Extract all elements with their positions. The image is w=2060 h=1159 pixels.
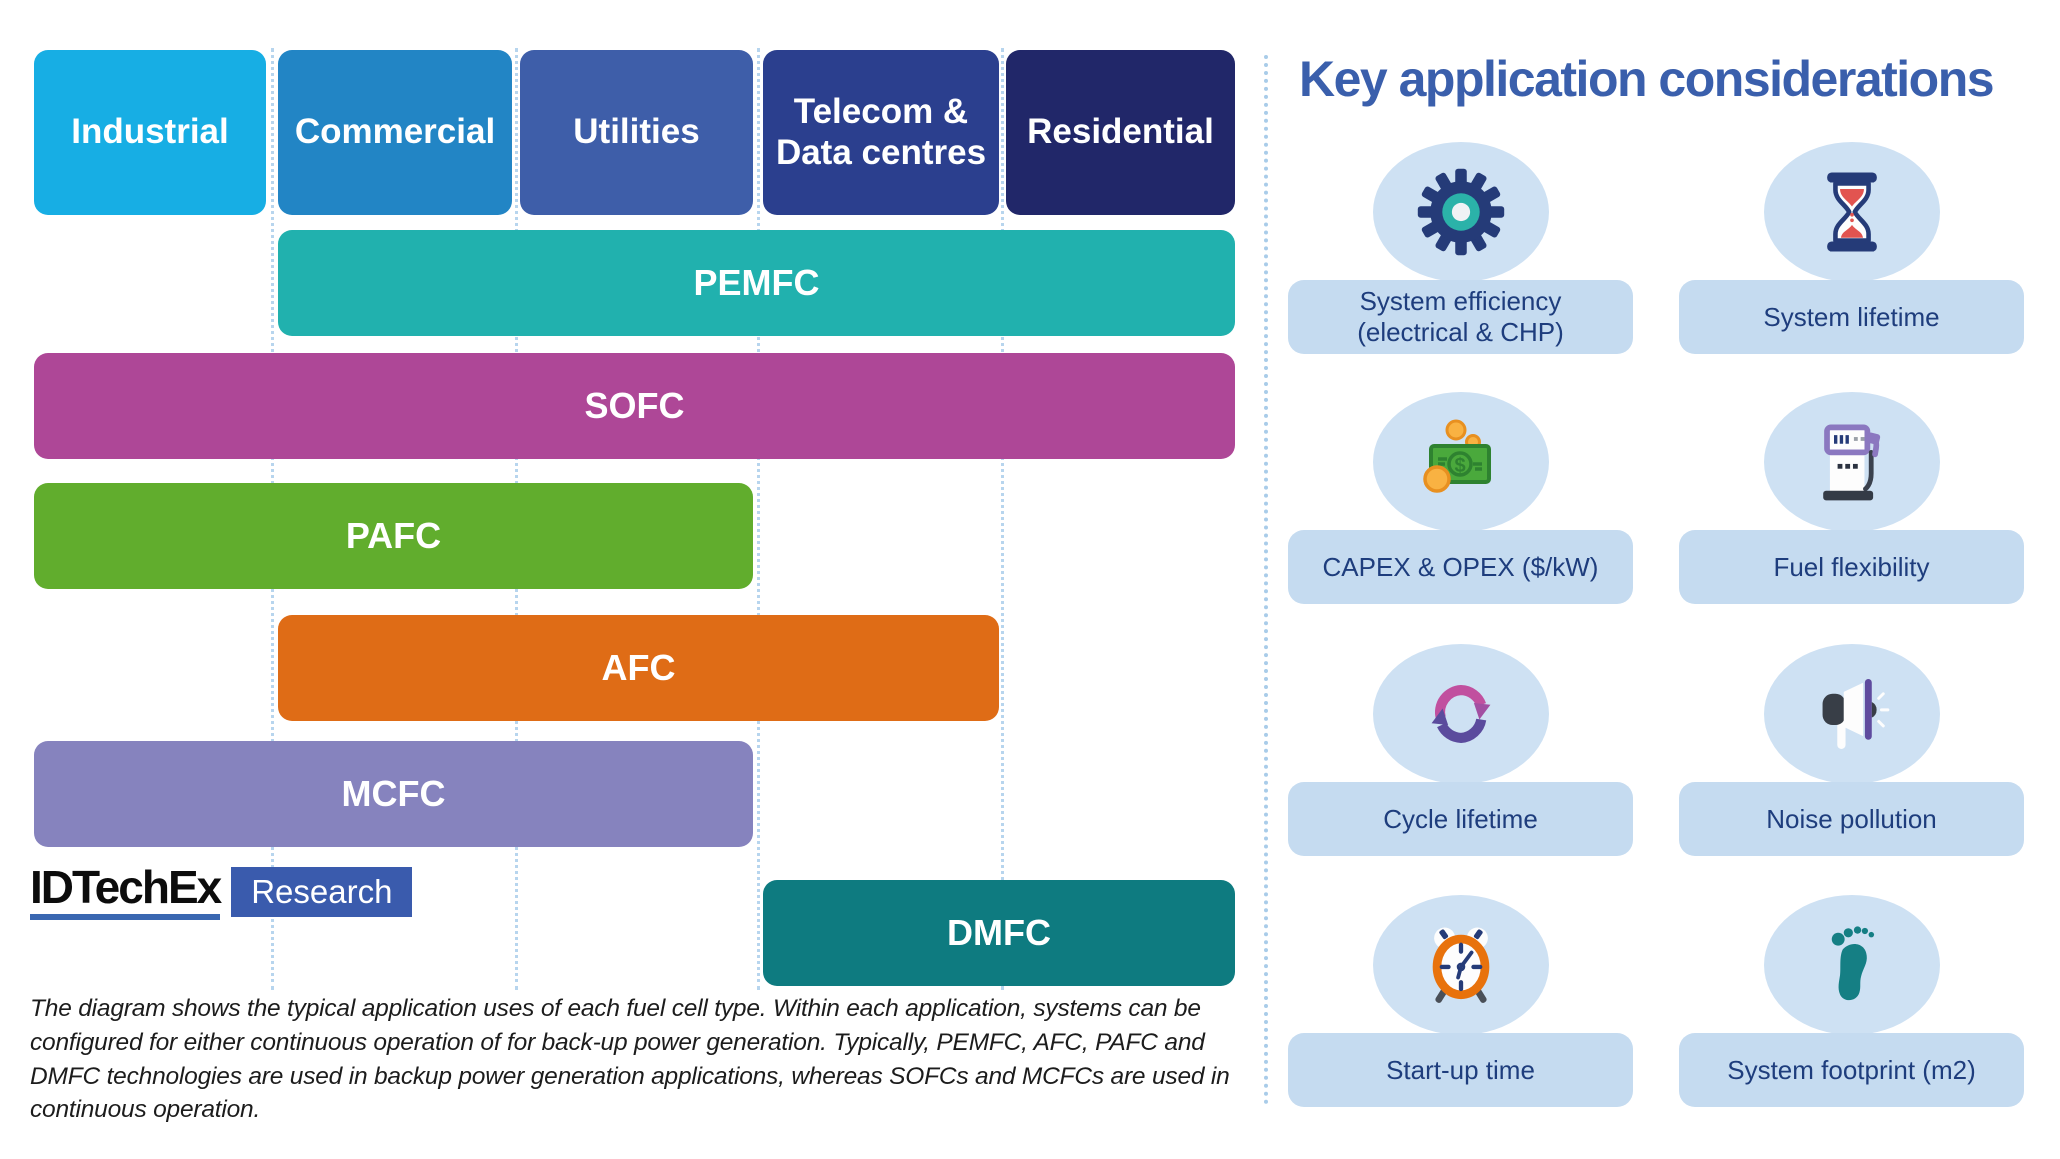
icon-halo (1372, 895, 1549, 1035)
cycle-arrows-icon (1415, 668, 1507, 760)
gear-icon (1413, 164, 1509, 260)
icon-halo (1372, 142, 1549, 282)
consideration-system-lifetime: System lifetime (1679, 142, 2024, 354)
money-icon: $ (1411, 412, 1511, 512)
idtechex-logo: IDTechEx Research (30, 861, 413, 920)
icon-halo (1763, 392, 1940, 532)
consideration-label: Start-up time (1288, 1033, 1633, 1107)
bar-pemfc: PEMFC (278, 230, 1235, 336)
consideration-capex-opex: $ CAPEX & OPEX ($/kW) (1288, 392, 1633, 604)
consideration-label: Fuel flexibility (1679, 530, 2024, 604)
idtechex-wordmark: IDTechEx (30, 861, 222, 913)
idtechex-brand: IDTechEx (30, 861, 222, 920)
panel-separator (1264, 55, 1268, 1105)
bar-dmfc: DMFC (763, 880, 1235, 986)
consideration-fuel-flexibility: Fuel flexibility (1679, 392, 2024, 604)
fuel-pump-icon (1804, 414, 1900, 510)
consideration-startup-time: Start-up time (1288, 895, 1633, 1107)
diagram-caption: The diagram shows the typical applicatio… (30, 995, 1230, 1124)
alarm-clock-icon (1413, 917, 1509, 1013)
application-commercial: Commercial (278, 50, 512, 215)
application-utilities: Utilities (520, 50, 753, 215)
consideration-label: Cycle lifetime (1288, 782, 1633, 856)
consideration-system-footprint: System footprint (m2) (1679, 895, 2024, 1107)
consideration-label: Noise pollution (1679, 782, 2024, 856)
icon-halo (1763, 895, 1940, 1035)
icon-halo (1763, 142, 1940, 282)
svg-text:$: $ (1454, 455, 1465, 477)
research-badge: Research (231, 867, 413, 917)
bar-mcfc: MCFC (34, 741, 753, 847)
consideration-label: CAPEX & OPEX ($/kW) (1288, 530, 1633, 604)
consideration-noise-pollution: Noise pollution (1679, 644, 2024, 856)
application-residential: Residential (1006, 50, 1235, 215)
consideration-label: System footprint (m2) (1679, 1033, 2024, 1107)
page-title: Key application considerations (1299, 51, 1995, 107)
bar-afc: AFC (278, 615, 999, 721)
application-industrial: Industrial (34, 50, 266, 215)
bar-sofc: SOFC (34, 353, 1235, 459)
consideration-cycle-lifetime: Cycle lifetime (1288, 644, 1633, 856)
column-guide (757, 48, 760, 990)
icon-halo (1763, 644, 1940, 784)
footprint-icon (1806, 919, 1898, 1011)
consideration-label: System efficiency (electrical & CHP) (1288, 280, 1633, 354)
icon-halo (1372, 644, 1549, 784)
icon-halo: $ (1372, 392, 1549, 532)
bar-pafc: PAFC (34, 483, 753, 589)
megaphone-icon (1806, 668, 1898, 760)
hourglass-icon (1806, 166, 1898, 258)
logo-underline (30, 914, 221, 920)
application-telecom-data-centres: Telecom & Data centres (763, 50, 999, 215)
column-guide (1001, 48, 1004, 990)
consideration-label: System lifetime (1679, 280, 2024, 354)
consideration-system-efficiency: System efficiency (electrical & CHP) (1288, 142, 1633, 354)
